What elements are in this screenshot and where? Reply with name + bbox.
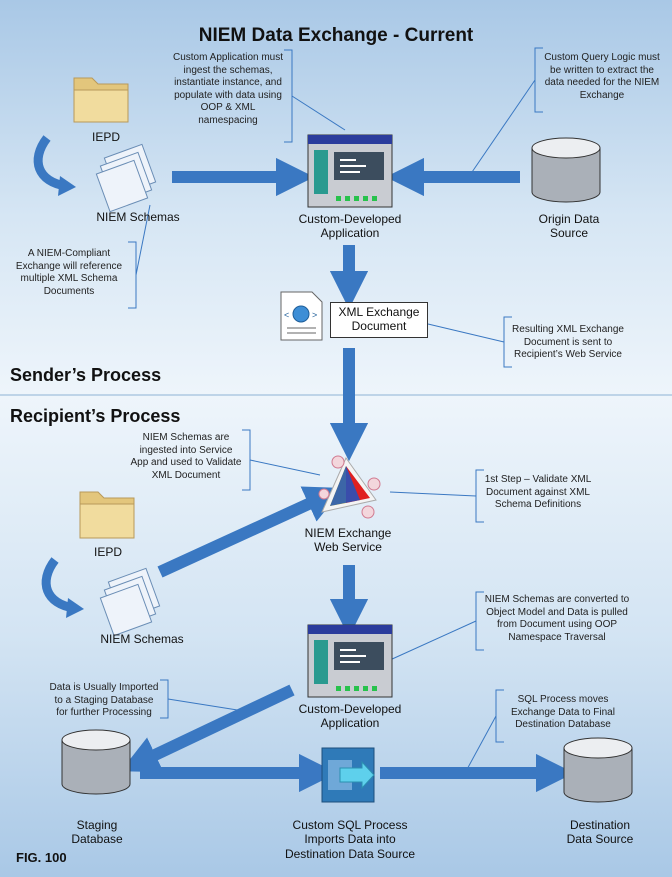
database-icon [61, 729, 131, 795]
label-web-service: NIEM Exchange Web Service [304, 526, 392, 555]
flow-arrows [120, 157, 575, 793]
svg-text:<: < [284, 310, 289, 320]
curved-arrow-icon [41, 557, 84, 618]
label-sql-process: Custom SQL Process Imports Data into Des… [284, 818, 416, 861]
page-title: NIEM Data Exchange - Current [198, 25, 474, 46]
section-recipient: Recipient’s Process [10, 406, 181, 426]
curved-arrow-icon [33, 135, 76, 196]
web-service-icon [318, 455, 381, 519]
application-window-icon [307, 134, 393, 208]
arrow-app-to-staging [120, 684, 295, 773]
label-custom-app-top: Custom-Developed Application [298, 212, 402, 241]
database-icon [563, 737, 633, 803]
folder-icon [79, 491, 135, 539]
label-custom-app-bottom: Custom-Developed Application [298, 702, 402, 731]
note-sql-moves: SQL Process moves Exchange Data to Final… [511, 694, 615, 730]
label-destination-data-source: Destination Data Source [566, 818, 634, 847]
label-iepd-bottom: IEPD [93, 545, 122, 559]
note-custom-app: Custom Application must ingest the schem… [172, 52, 284, 126]
label-niem-schemas-top: NIEM Schemas [96, 210, 180, 224]
folder-icon [73, 77, 129, 123]
section-sender: Sender’s Process [10, 365, 162, 385]
arrow-schemas-to-webservice [157, 486, 344, 578]
documents-icon [99, 567, 161, 637]
note-staging: Data is Usually Imported to a Staging Da… [49, 682, 159, 718]
application-window-icon [307, 624, 393, 698]
note-first-step: 1st Step – Validate XML Document against… [484, 474, 592, 510]
label-niem-schemas-bottom: NIEM Schemas [100, 632, 184, 646]
label-iepd-top: IEPD [91, 130, 120, 144]
xml-exchange-document-box: XML Exchange Document [330, 302, 428, 338]
documents-icon [95, 143, 157, 213]
figure-label: FIG. 100 [16, 850, 67, 865]
svg-text:>: > [312, 310, 317, 320]
xml-document-icon: < > [280, 291, 323, 341]
sql-process-icon [321, 747, 375, 803]
note-query-logic: Custom Query Logic must be written to ex… [544, 52, 660, 101]
note-schemas-ingested: NIEM Schemas are ingested into Service A… [130, 432, 242, 481]
note-niem-compliant: A NIEM-Compliant Exchange will reference… [15, 248, 123, 297]
note-resulting-xml: Resulting XML Exchange Document is sent … [512, 324, 624, 360]
label-staging-database: Staging Database [71, 818, 123, 847]
database-icon [531, 137, 601, 203]
label-origin-data-source: Origin Data Source [538, 212, 600, 241]
note-schemas-converted: NIEM Schemas are converted to Object Mod… [484, 594, 630, 643]
